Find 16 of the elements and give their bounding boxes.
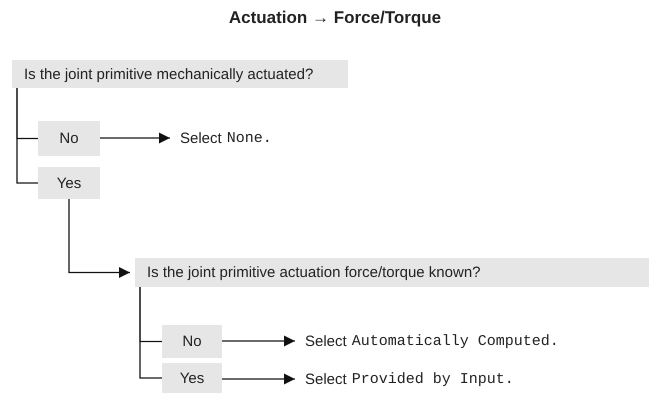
question-box: Is the joint primitive actuation force/torque known? [135, 258, 649, 287]
arrow [222, 374, 295, 384]
connector-line [139, 287, 162, 379]
arrow [100, 132, 170, 144]
result-text: Select Provided by Input. [305, 367, 605, 391]
arrow [222, 336, 295, 346]
answer-box: No [162, 325, 222, 358]
answer-box: No [38, 121, 100, 156]
question-box: Is the joint primitive mechanically actuated? [12, 60, 348, 88]
arrow [68, 199, 130, 278]
result-text: Select None. [180, 126, 380, 150]
result-text: Select Automatically Computed. [305, 329, 665, 353]
answer-box: Yes [162, 363, 222, 393]
connector-line [16, 88, 38, 184]
diagram-title: Actuation → Force/Torque [228, 8, 442, 28]
answer-box: Yes [38, 167, 100, 199]
